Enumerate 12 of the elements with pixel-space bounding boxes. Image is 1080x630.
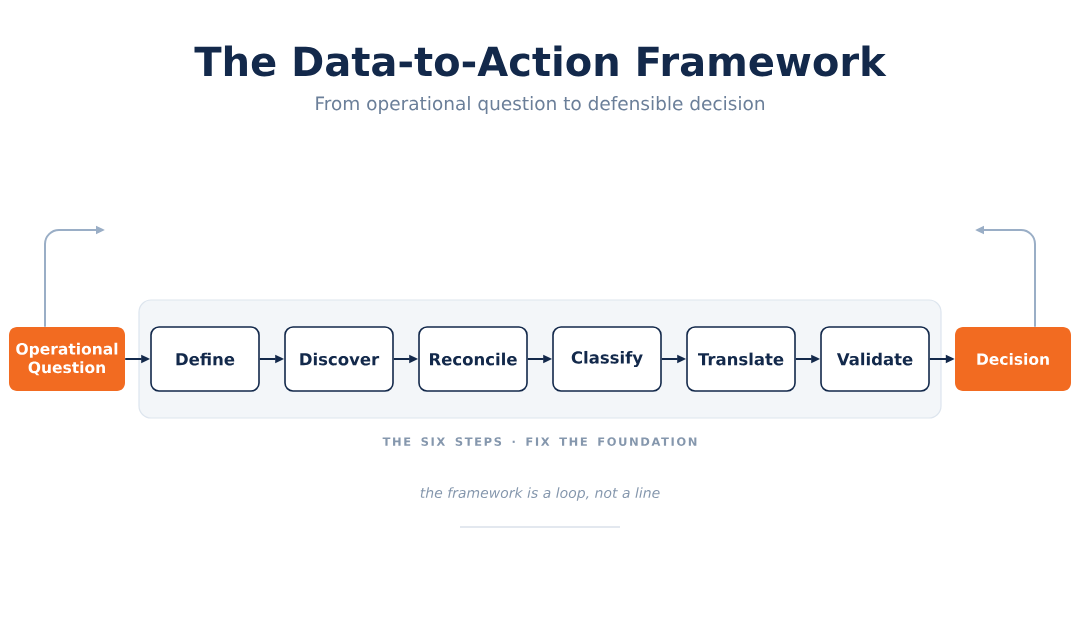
terminal-box: Operational Question xyxy=(9,327,125,391)
process-box: Classify xyxy=(552,326,662,392)
panel-heading: THE SIX STEPS · FIX THE FOUNDATION xyxy=(382,437,697,446)
subtitle: From operational question to defensible decision xyxy=(316,96,764,114)
process-box: Translate xyxy=(686,326,796,392)
process-box: Validate xyxy=(820,326,930,392)
title: The Data-to-Action Framework xyxy=(194,45,887,77)
note-text: the framework is a loop, not a line xyxy=(420,487,660,501)
process-box: Reconcile xyxy=(418,326,528,392)
process-box: Define xyxy=(150,326,260,392)
process-box: Discover xyxy=(284,326,394,392)
terminal-box: Decision xyxy=(955,327,1071,391)
